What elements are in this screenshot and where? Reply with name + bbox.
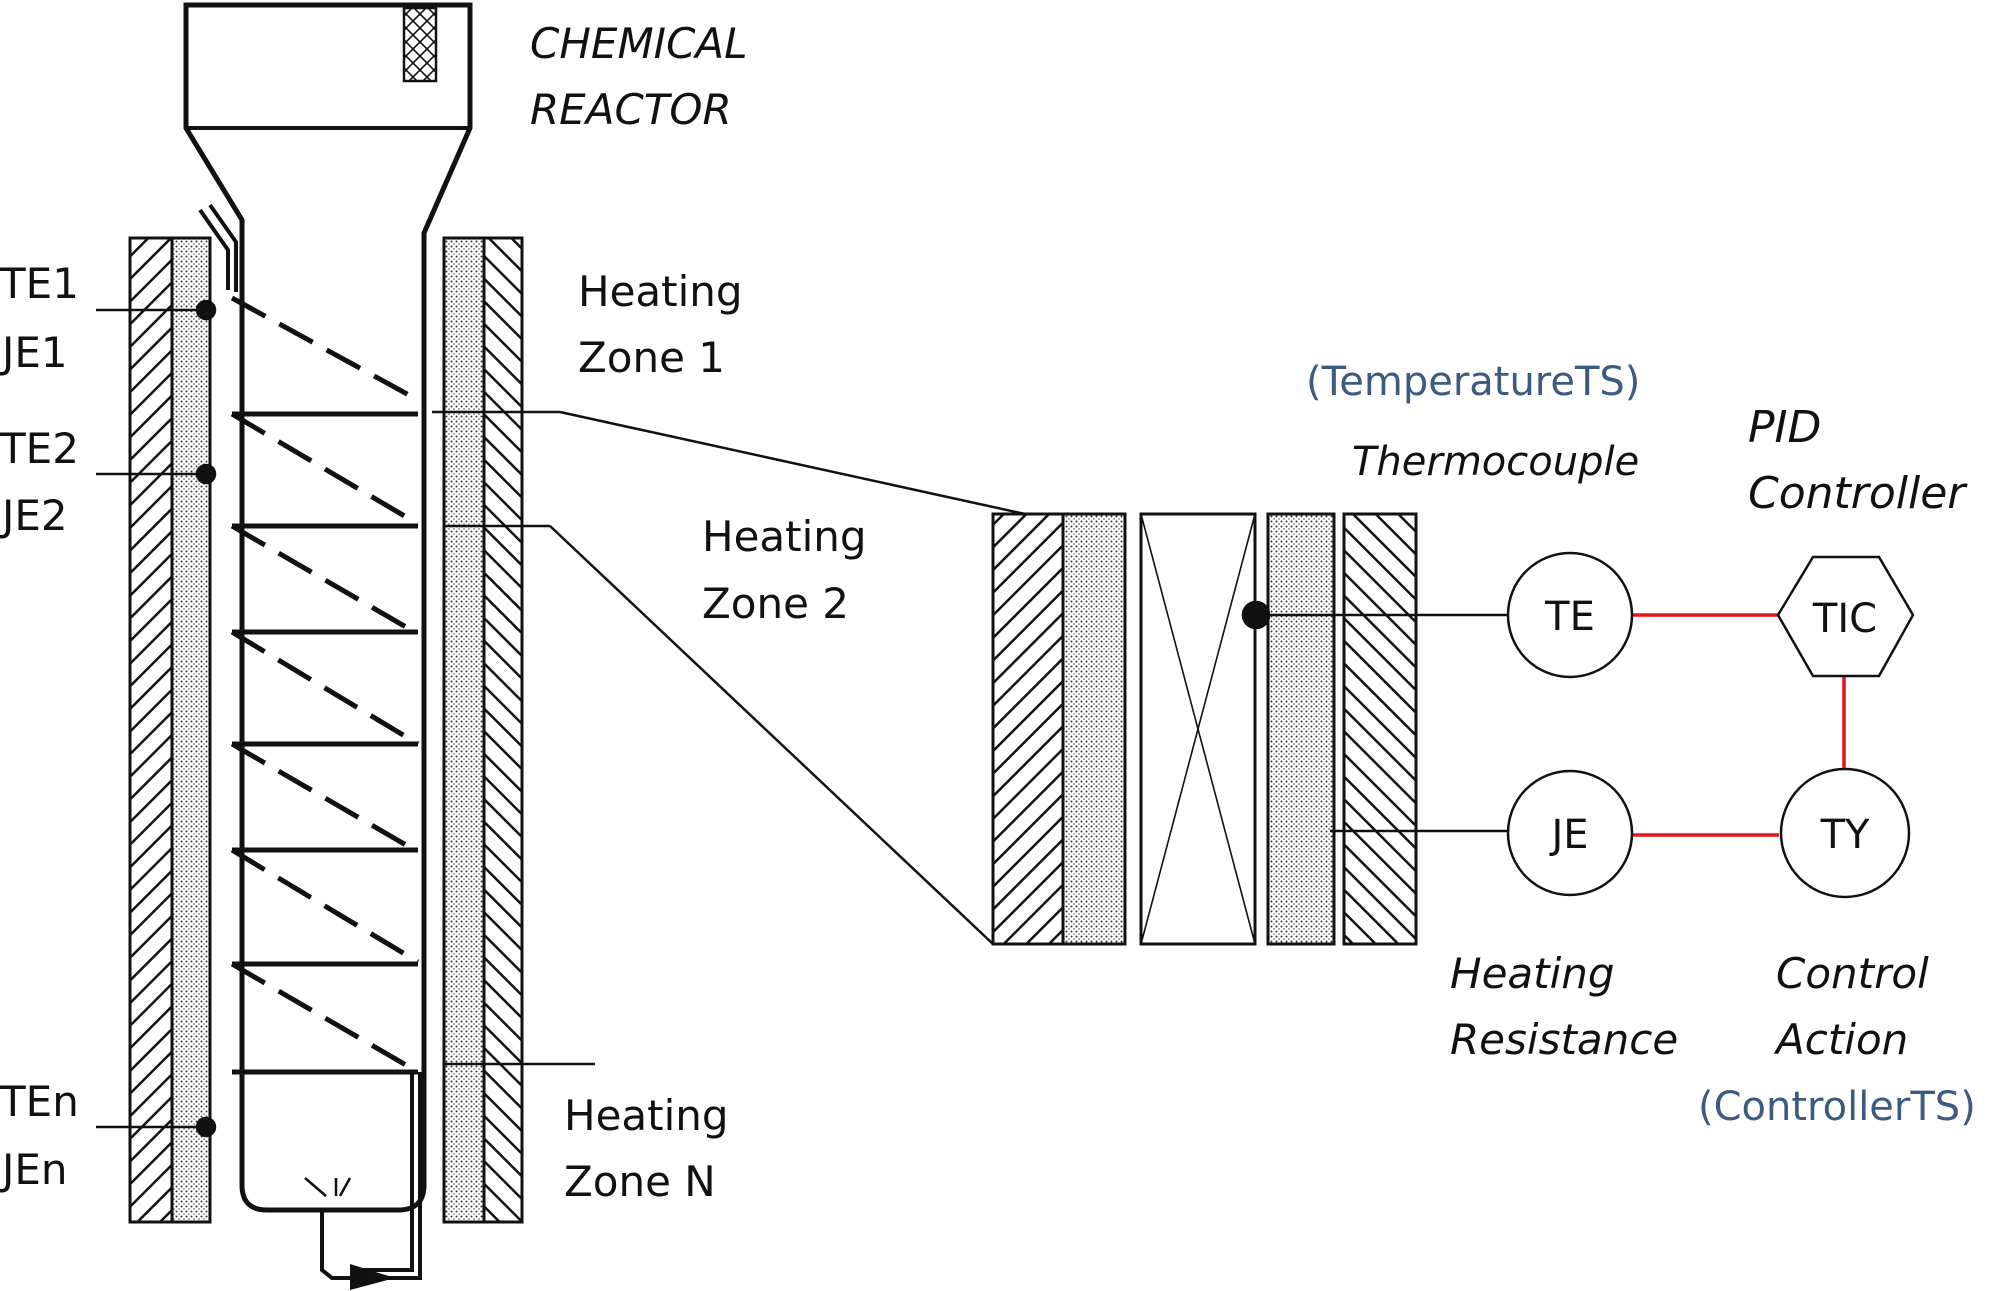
- thermowell-pipe-inner: [208, 203, 238, 292]
- zone-1-label-line-1: Heating: [578, 267, 743, 316]
- thermocouple-probes: [96, 299, 217, 1138]
- probe-point-1: [195, 299, 217, 321]
- chemical-reactor: [183, 2, 473, 1290]
- furnace-wall-right: [442, 236, 524, 1224]
- reactor-title-line-1: CHEMICAL: [530, 19, 748, 68]
- heating-coil-solid: [232, 411, 418, 1075]
- insulation-dotted-left: [170, 236, 212, 1224]
- ty-node: [1779, 767, 1911, 899]
- spray-nozzle-icon: [304, 1177, 352, 1197]
- pid-label-line-2: Controller: [1748, 468, 1968, 519]
- flow-arrow-icon: [350, 1264, 395, 1290]
- zone-2-label-line-1: Heating: [702, 512, 867, 561]
- zoom-line-bottom: [549, 525, 994, 945]
- control-action-label: Control Action: [1773, 949, 1929, 1064]
- furnace-wall-left: [128, 236, 212, 1224]
- sensor-te-label-1: TE1: [0, 259, 79, 308]
- reactor-title-line-2: REACTOR: [530, 85, 732, 134]
- zone-n-label-line-1: Heating: [564, 1091, 729, 1140]
- te-node: [1506, 551, 1634, 679]
- instrument-tic: TIC: [1776, 555, 1915, 678]
- zone-leader-lines: [432, 410, 1026, 1066]
- tic-node: [1776, 555, 1915, 678]
- heating-resistance-line-2: Resistance: [1450, 1015, 1678, 1064]
- tic-node-label: TIC: [1812, 596, 1877, 642]
- reactor-title: CHEMICAL REACTOR: [530, 19, 748, 134]
- recycle-loop: [320, 1210, 355, 1280]
- insulation-dotted-right: [442, 236, 486, 1224]
- detail-dotted-right: [1266, 512, 1336, 946]
- je-node-label: JE: [1548, 812, 1588, 858]
- thermowell-pipe: [198, 208, 230, 290]
- insulation-hatched-left: [128, 236, 174, 1224]
- temperature-ts-label: (TemperatureTS): [1306, 359, 1640, 405]
- controller-ts-label: (ControllerTS): [1698, 1084, 1976, 1130]
- detail-dotted-left: [1061, 512, 1127, 946]
- sensor-je-label-n: JEn: [0, 1145, 68, 1194]
- pid-label-line-1: PID: [1748, 402, 1821, 453]
- insulation-hatched-right: [482, 236, 524, 1224]
- sensor-te-label-2: TE2: [0, 424, 79, 473]
- instrument-te: TE: [1506, 551, 1634, 679]
- instrument-je: JE: [1506, 769, 1634, 897]
- zone-1-label-line-2: Zone 1: [578, 333, 725, 382]
- reactor-feed-inlet: [402, 6, 438, 83]
- reactor-vessel-outline: [183, 2, 473, 1213]
- signal-lines: [1633, 613, 1846, 837]
- pid-controller-label: PID Controller: [1748, 402, 1968, 519]
- detail-hatched-right: [1342, 512, 1418, 946]
- control-action-line-1: Control: [1776, 949, 1929, 998]
- sensor-je-label-2: JE2: [0, 491, 68, 540]
- sensor-labels: TE1 JE1 TE2 JE2 TEn JEn: [0, 259, 79, 1194]
- detail-probe-point: [1241, 600, 1271, 630]
- probe-point-n: [195, 1116, 217, 1138]
- heating-resistance-line-1: Heating: [1450, 949, 1615, 998]
- zone-labels: Heating Zone 1 Heating Zone 2 Heating Zo…: [564, 267, 867, 1206]
- heating-coil-dashed: [230, 295, 420, 1075]
- ty-node-label: TY: [1820, 812, 1870, 858]
- sensor-te-label-n: TEn: [0, 1077, 79, 1126]
- zoom-line-top: [559, 410, 1026, 516]
- detail-hatched-left: [991, 512, 1065, 946]
- control-action-line-2: Action: [1773, 1015, 1908, 1064]
- probe-point-2: [195, 463, 217, 485]
- instrument-connections: [1241, 600, 1508, 833]
- heating-resistance-label: Heating Resistance: [1450, 949, 1678, 1064]
- instrument-ty: TY: [1779, 767, 1911, 899]
- zone-n-label-line-2: Zone N: [564, 1157, 716, 1206]
- sensor-je-label-1: JE1: [0, 328, 68, 377]
- te-node-label: TE: [1544, 594, 1595, 640]
- heating-zone-detail: [991, 512, 1418, 946]
- thermocouple-label: Thermocouple: [1352, 439, 1639, 485]
- coil-outlet-pipe: [355, 1072, 414, 1272]
- zone-2-label-line-2: Zone 2: [702, 579, 849, 628]
- je-node: [1506, 769, 1634, 897]
